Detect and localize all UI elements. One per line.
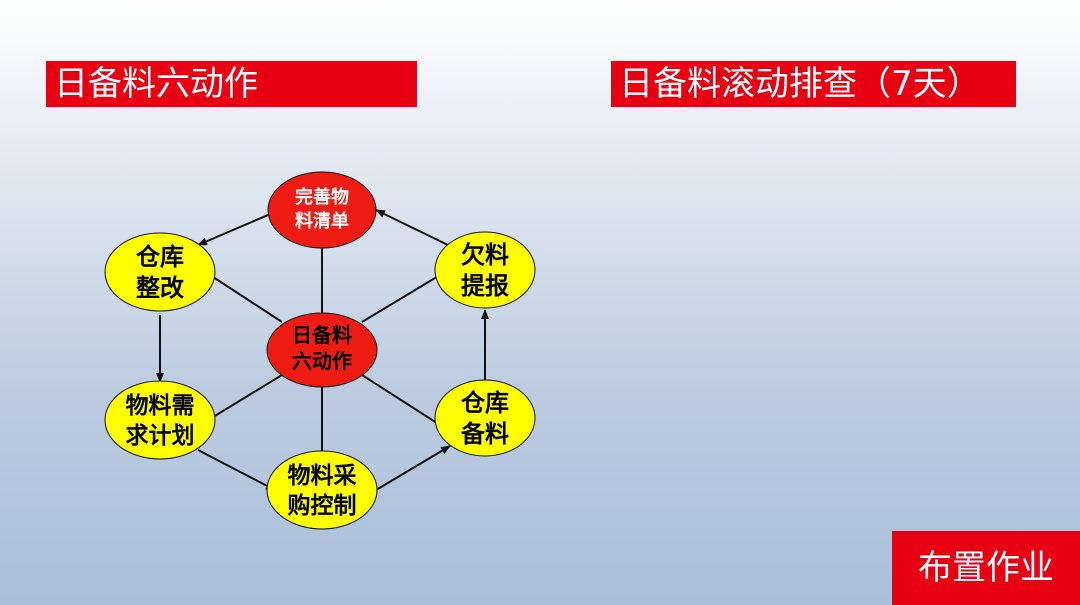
node-shortage-report-shape [434,231,536,309]
node-complete-bom-line1: 完善物 [295,186,349,208]
node-demand-plan-shape [104,380,216,460]
arrow-top-right-to-top [375,209,449,246]
arrow-bottom-left-to-bottom [197,449,276,491]
node-warehouse-rectify-line1: 仓库 [135,243,184,271]
cycle-arrows [156,209,489,491]
arrow-top-to-top-left [197,211,276,246]
node-center-shape [266,312,378,388]
node-warehouse-prep-line2: 备料 [460,420,509,448]
node-center-line1: 日备料 [292,323,352,347]
assign-homework-button[interactable]: 布置作业 [892,531,1080,605]
node-center-line2: 六动作 [292,349,352,373]
arrow-bottom-to-bottom-right [375,445,451,491]
node-warehouse-prep-line1: 仓库 [460,389,509,417]
node-complete-bom-line2: 料清单 [295,210,349,232]
node-demand-plan-line2: 求计划 [126,423,195,449]
node-warehouse-rectify-line2: 整改 [136,274,184,302]
left-section-title: 日备料六动作 [46,61,417,107]
spoke-bottom-right [361,374,441,426]
node-warehouse-rectify: 仓库 整改 [104,232,216,312]
node-shortage-report: 欠料 提报 [434,231,536,309]
node-demand-plan: 物料需 求计划 [104,380,216,460]
spoke-lines [199,248,441,455]
node-purchase-control-line1: 物料采 [288,462,357,489]
node-purchase-control-shape [266,450,378,530]
node-warehouse-prep-shape [434,379,536,457]
spoke-top-right [361,274,441,323]
node-warehouse-prep: 仓库 备料 [434,379,536,457]
node-shortage-report-line2: 提报 [461,272,509,300]
node-purchase-control: 物料采 购控制 [266,450,378,530]
node-shortage-report-line1: 欠料 [461,241,509,269]
node-complete-bom: 完善物 料清单 [267,171,377,249]
node-warehouse-rectify-shape [104,232,216,312]
node-demand-plan-line1: 物料需 [126,392,195,419]
node-purchase-control-line2: 购控制 [288,492,357,519]
node-complete-bom-shape [267,171,377,249]
node-center: 日备料 六动作 [266,312,378,388]
spoke-top-left [209,274,283,323]
right-section-title: 日备料滚动排查（7天） [611,61,1016,107]
